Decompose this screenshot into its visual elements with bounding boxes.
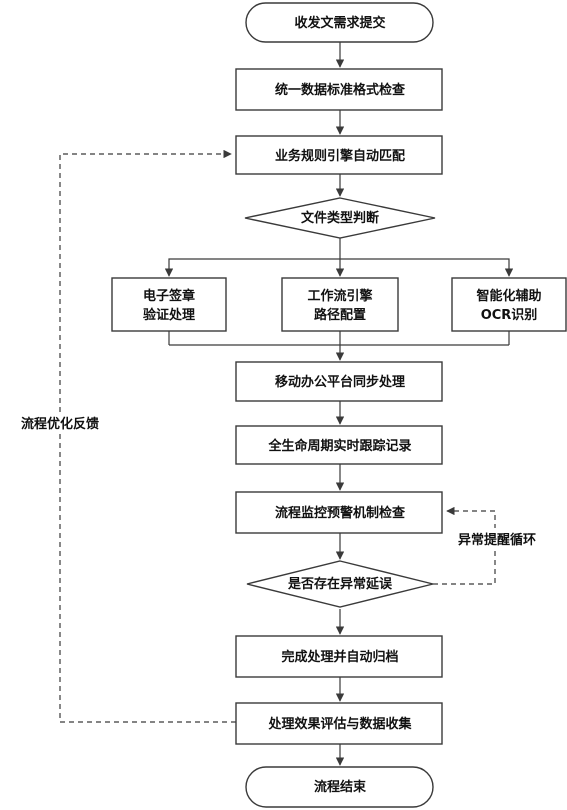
workflow-label-line2: 路径配置 [314,307,366,323]
evaluate-node: 处理效果评估与数据收集 [235,702,443,745]
type-decision-label: 文件类型判断 [301,210,379,226]
end-node: 流程结束 [245,766,434,808]
delay-decision-label: 是否存在异常延误 [287,576,393,592]
ocr-label-line1: 智能化辅助 [476,288,541,304]
arrow-type-to-ocr [340,258,514,277]
feedback-label: 流程优化反馈 [21,416,99,432]
feedback-label-bg [10,412,110,434]
mobile-sync-label: 移动办公平台同步处理 [275,374,405,390]
workflow-label-line1: 工作流引擎 [307,288,372,304]
anomaly-loop-label: 异常提醒循环 [458,532,536,548]
end-label: 流程结束 [314,779,367,795]
archive-node: 完成处理并自动归档 [235,635,443,678]
mobile-sync-node: 移动办公平台同步处理 [235,361,443,402]
monitor-node: 流程监控预警机制检查 [235,491,443,534]
rule-engine-node: 业务规则引擎自动匹配 [235,135,443,175]
lifecycle-label: 全生命周期实时跟踪记录 [267,438,411,454]
rule-engine-label: 业务规则引擎自动匹配 [275,148,405,164]
start-label: 收发文需求提交 [294,15,385,31]
archive-label: 完成处理并自动归档 [281,649,398,665]
format-check-label: 统一数据标准格式检查 [275,82,406,98]
type-decision-node: 文件类型判断 [244,197,436,239]
seal-label-line2: 验证处理 [143,307,195,323]
anomaly-loop-arrow [433,506,496,585]
flow-connectors [59,42,514,766]
seal-label-line1: 电子签章 [143,288,195,304]
delay-decision-node: 是否存在异常延误 [246,560,434,608]
feedback-loop-arrow [59,149,236,723]
format-check-node: 统一数据标准格式检查 [235,68,443,111]
lifecycle-node: 全生命周期实时跟踪记录 [235,425,443,465]
monitor-label: 流程监控预警机制检查 [275,505,406,521]
ocr-node: 智能化辅助 OCR识别 [451,277,567,332]
seal-node: 电子签章 验证处理 [111,277,227,332]
evaluate-label: 处理效果评估与数据收集 [267,716,412,732]
arrow-type-to-seal [164,258,340,277]
ocr-label-line2: OCR识别 [481,308,538,323]
workflow-node: 工作流引擎 路径配置 [281,277,399,332]
start-node: 收发文需求提交 [245,2,434,43]
anomaly-loop-label-bg [447,528,547,550]
